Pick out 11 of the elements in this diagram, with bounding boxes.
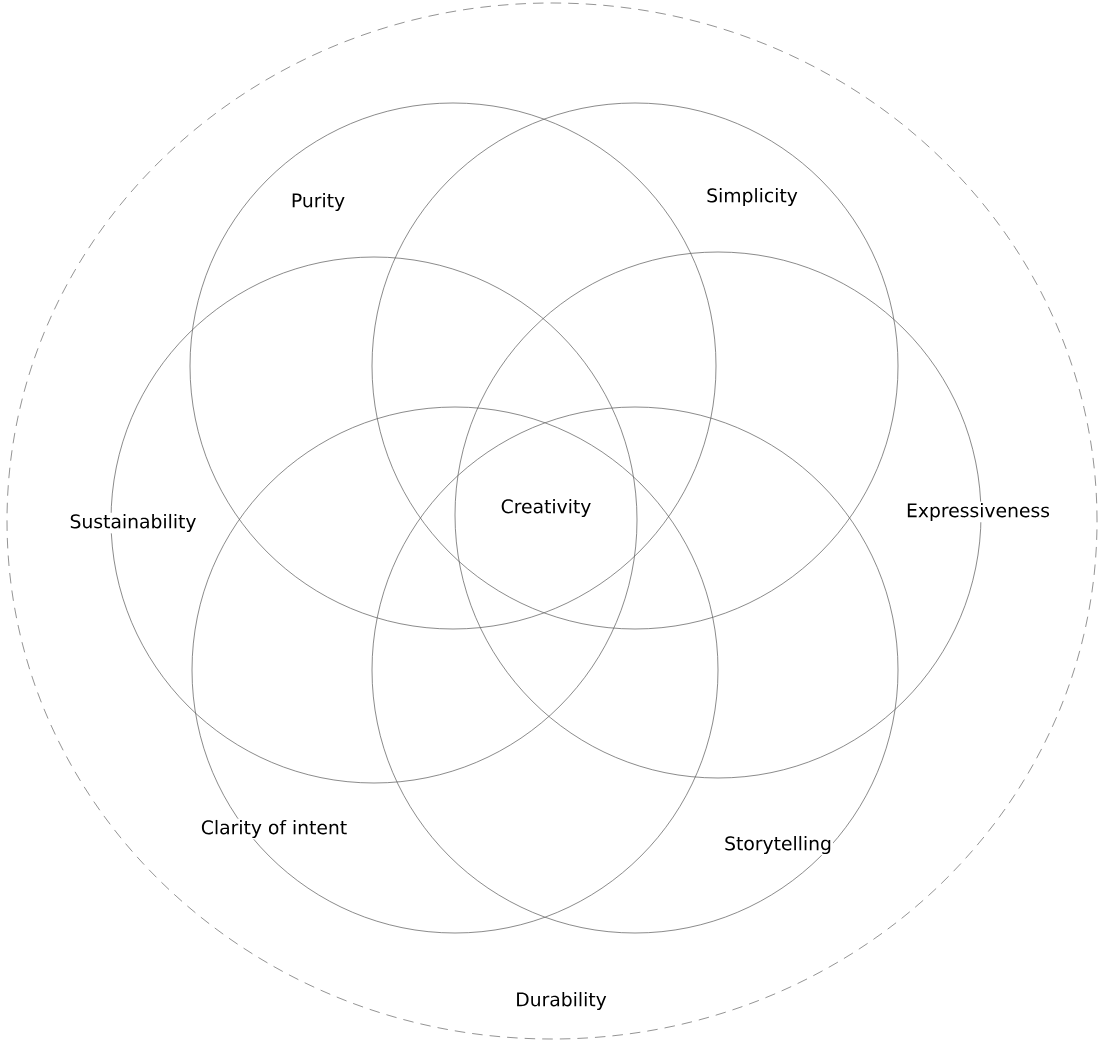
circle-label: Purity [289, 191, 347, 213]
dashed-circle [6, 2, 1098, 1040]
circle-label: Durability [514, 990, 608, 1012]
center-label: Creativity [501, 498, 591, 518]
circle-label: Simplicity [705, 186, 799, 208]
circle-label: Clarity of intent [199, 818, 349, 840]
circle-label: Sustainability [68, 512, 198, 534]
circle [371, 102, 899, 630]
circle-label: Expressiveness [904, 501, 1052, 523]
circle [371, 406, 899, 934]
circle-label: Storytelling [722, 834, 834, 856]
